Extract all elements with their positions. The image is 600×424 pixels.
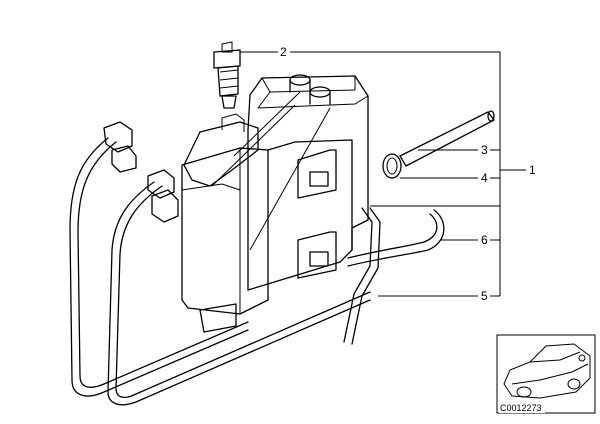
- hose-clamp: [382, 153, 402, 179]
- callout-lines: [240, 51, 526, 297]
- washer-fluid-reservoir: [181, 74, 369, 333]
- diagram-code: C0012273: [500, 403, 542, 413]
- hose-right: [343, 207, 445, 345]
- callout-4: 4: [481, 171, 488, 185]
- callout-1: 1: [529, 163, 536, 177]
- callout-3: 3: [481, 143, 488, 157]
- washer-pump: [213, 41, 241, 109]
- callout-6: 6: [481, 233, 488, 247]
- hose-routing-left: [69, 137, 371, 406]
- callout-5: 5: [481, 289, 488, 303]
- hose-section: [399, 110, 495, 167]
- callout-2: 2: [280, 45, 287, 59]
- spray-nozzle-upper: [103, 121, 137, 173]
- spray-nozzle-lower: [147, 169, 179, 223]
- vehicle-inset: C0012273: [496, 334, 596, 414]
- car-icon: [503, 343, 591, 399]
